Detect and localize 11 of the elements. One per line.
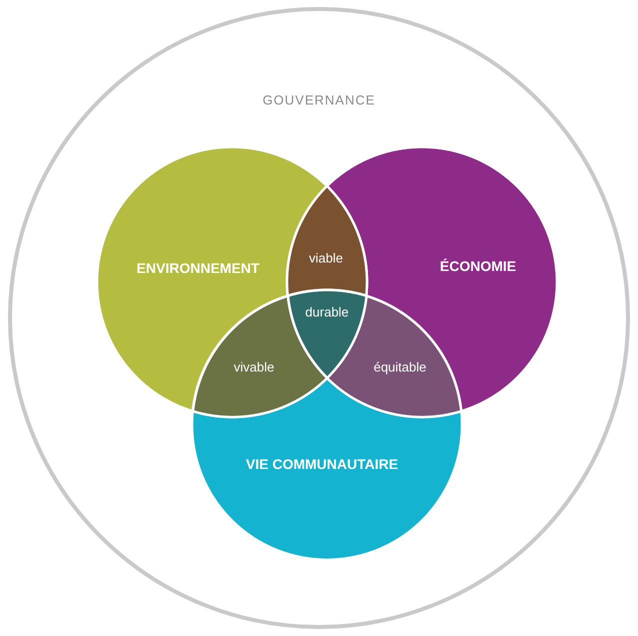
region-label: équitable: [374, 359, 426, 374]
circle-label: ÉCONOMIE: [440, 258, 516, 274]
outer-circle: [8, 7, 630, 629]
region-label: durable: [305, 304, 349, 320]
overlap-region: [287, 186, 367, 296]
circle-label: GOUVERNANCE: [262, 92, 376, 108]
circle-label: ENVIRONNEMENT: [136, 260, 260, 276]
overlap-region: [288, 290, 366, 378]
region-label: vivable: [234, 359, 274, 374]
circle-label: VIE COMMUNAUTAIRE: [246, 456, 398, 472]
region-label: viable: [309, 250, 343, 266]
